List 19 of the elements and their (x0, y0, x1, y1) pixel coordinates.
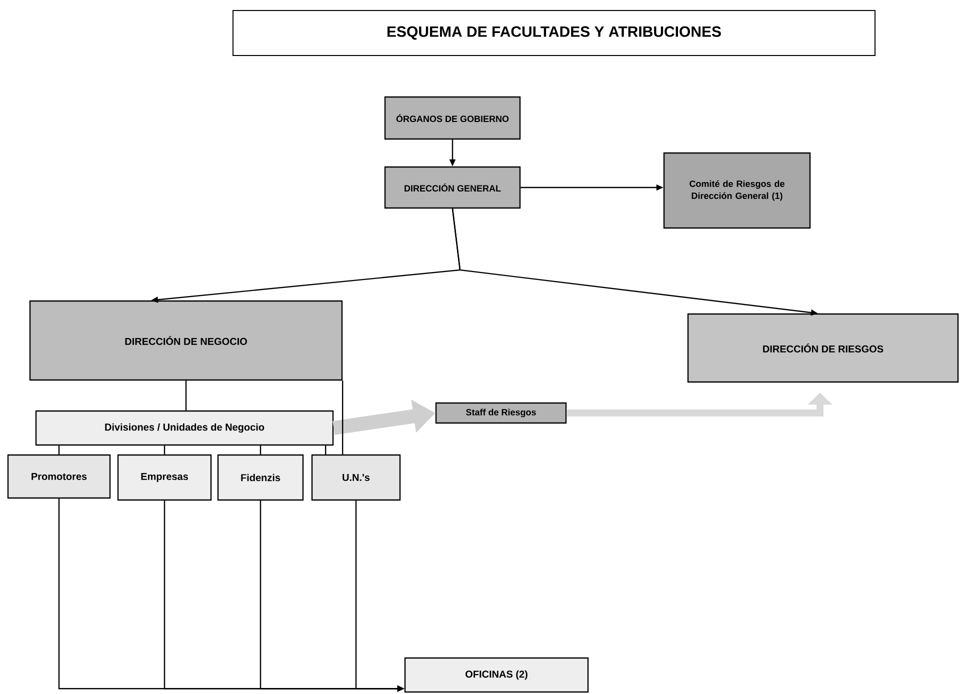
process-box: U.N.'s (311, 454, 401, 501)
process-box: ÓRGANOS DE GOBIERNO (384, 96, 521, 140)
connector-line (260, 446, 262, 454)
process-box: DIRECCIÓN GENERAL (384, 166, 521, 209)
connector-line (164, 446, 166, 454)
connector-line (342, 380, 344, 454)
process-box: Empresas (117, 454, 212, 501)
process-box: Staff de Riesgos (435, 402, 567, 424)
process-box: DIRECCIÓN DE RIESGOS (687, 313, 959, 383)
process-box: DIRECCIÓN DE NEGOCIO (29, 300, 343, 381)
title-box: ESQUEMA DE FACULTADES Y ATRIBUCIONES (232, 10, 876, 56)
process-box: Promotores (7, 454, 111, 499)
process-box: Divisiones / Unidades de Negocio (35, 410, 334, 446)
process-box: OFICINAS (2) (404, 657, 589, 693)
connector-line (325, 446, 326, 456)
connector-line (58, 446, 60, 454)
connector-line (185, 380, 187, 410)
process-box: Comité de Riesgos de Dirección General (1) (663, 152, 811, 229)
process-box: Fidenzis (217, 454, 304, 501)
